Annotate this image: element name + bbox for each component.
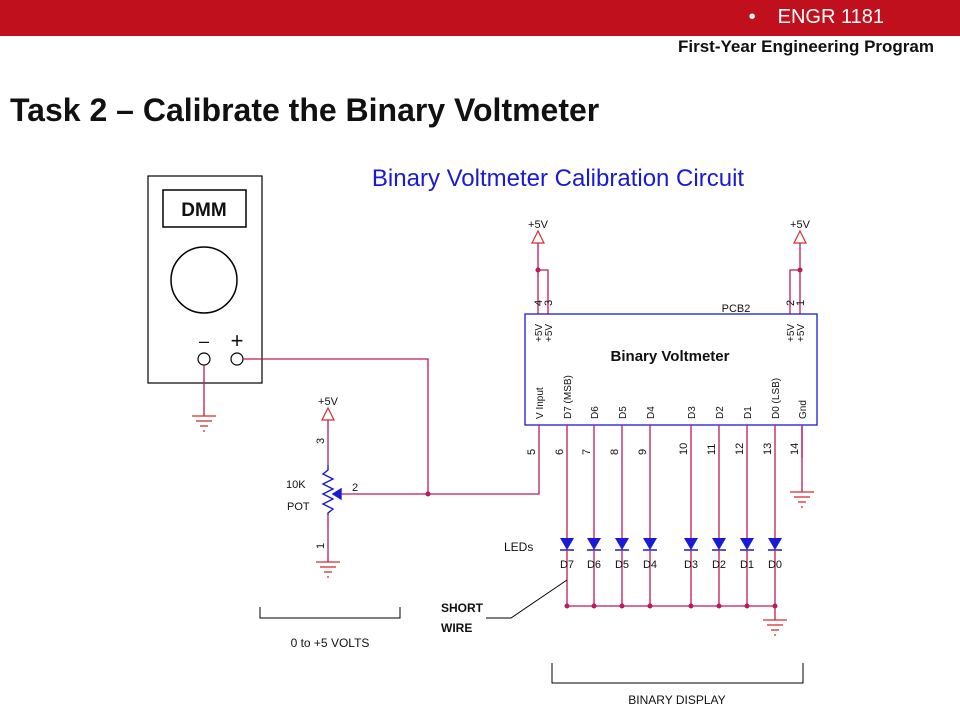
bus-junction-dot (619, 603, 625, 609)
bus-junction-dot (772, 603, 778, 609)
potentiometer (321, 465, 342, 515)
bus-junction-dot (744, 603, 750, 609)
dmm-plus-terminal (230, 352, 244, 366)
bullet-icon: • (748, 6, 756, 28)
binary-display-bracket (551, 663, 804, 684)
course-code: ENGR 1181 (777, 6, 884, 28)
course-label: • ENGR 1181 (749, 6, 884, 29)
slide-title: Task 2 – Calibrate the Binary Voltmeter (10, 92, 600, 128)
bus-junction-dot (647, 603, 653, 609)
bottom-pin-number: 9 (637, 449, 649, 455)
led-label: D1 (740, 559, 754, 571)
top-pin-label: +5V (796, 324, 807, 342)
top-pin-number: 3 (543, 300, 555, 306)
bottom-pin-number: 11 (706, 444, 718, 455)
dmm-plus-label: + (231, 328, 244, 353)
led-diode (643, 538, 657, 550)
dmm-dial (170, 246, 238, 314)
bottom-pin-label: V Input (535, 387, 546, 419)
binary-voltmeter-chip (524, 313, 818, 426)
pot-pin-wiper: 2 (352, 482, 358, 494)
supply-label-left: +5V (528, 219, 549, 231)
range-bracket (259, 607, 401, 619)
led-diode (615, 538, 629, 550)
program-name: First-Year Engineering Program (677, 37, 934, 56)
bottom-pin-label: D5 (618, 406, 629, 419)
bottom-pin-label: D2 (715, 406, 726, 419)
bus-junction-dot (591, 603, 597, 609)
pot-supply-label: +5V (318, 396, 339, 408)
short-wire-label-line2: WIRE (441, 621, 472, 635)
bottom-pin-number: 14 (789, 443, 801, 455)
led-label: D4 (643, 559, 657, 571)
bus-junction-dot (716, 603, 722, 609)
ground-symbols (192, 365, 814, 636)
led-diode (684, 538, 698, 550)
led-label: D5 (615, 559, 629, 571)
dmm-body (147, 175, 263, 384)
short-wire-label-line1: SHORT (441, 601, 484, 615)
bottom-pin-number: 8 (609, 449, 621, 455)
led-label: D7 (560, 559, 574, 571)
diagram-title: Binary Voltmeter Calibration Circuit (372, 165, 744, 192)
top-pin-label: +5V (786, 324, 797, 342)
bottom-pin-label: D7 (MSB) (563, 375, 574, 419)
led-diode (740, 538, 754, 550)
pot-pin-top: 3 (315, 438, 327, 444)
chip-name: Binary Voltmeter (611, 348, 730, 365)
bottom-pin-number: 13 (762, 443, 774, 455)
dmm-meter (147, 175, 263, 384)
led-diode (587, 538, 601, 550)
chip-pins: 4 +5V 3 +5V 2 +5V 1 +5V V Input 5 D7 (MSB) 6 D6 7 D5 8 D… (526, 300, 809, 458)
bottom-pin-number: 5 (526, 449, 538, 455)
supply-label-right: +5V (790, 219, 811, 231)
led-label: D6 (587, 559, 601, 571)
bottom-pin-number: 7 (581, 449, 593, 455)
junction-dots (425, 267, 803, 497)
leds-label: LEDs (504, 540, 533, 554)
led-diode (768, 538, 782, 550)
binary-display-label: BINARY DISPLAY (628, 693, 725, 707)
header-bar (0, 0, 960, 36)
bottom-pin-label: D1 (743, 406, 754, 419)
pot-type: POT (287, 501, 310, 513)
led-array: D7 D6 D5 D4 D3 D2 D1 D0 (560, 458, 782, 609)
dmm-minus-terminal (197, 352, 211, 366)
led-label: D3 (684, 559, 698, 571)
chip-ref: PCB2 (722, 303, 751, 315)
supply-arrows (321, 229, 807, 421)
bottom-pin-number: 10 (678, 443, 690, 455)
dmm-minus-label: – (199, 331, 209, 351)
bottom-pin-label: Gnd (798, 400, 809, 419)
dmm-display (162, 189, 247, 228)
dmm-label: DMM (181, 200, 226, 221)
pot-pin-bottom: 1 (315, 543, 327, 549)
bottom-pin-number: 12 (734, 443, 746, 455)
pot-value: 10K (286, 479, 306, 491)
led-label: D2 (712, 559, 726, 571)
bus-junction-dot (564, 603, 570, 609)
bottom-pin-label: D3 (687, 406, 698, 419)
bus-junction-dot (688, 603, 694, 609)
bottom-pin-label: D0 (LSB) (771, 378, 782, 419)
top-pin-number: 4 (533, 300, 545, 306)
led-label: D0 (768, 559, 782, 571)
top-pin-label: +5V (544, 324, 555, 342)
bottom-pin-label: D6 (590, 406, 601, 419)
range-label: 0 to +5 VOLTS (291, 636, 370, 650)
led-diode (712, 538, 726, 550)
top-pin-number: 2 (785, 300, 797, 306)
short-wire-leader (486, 579, 568, 619)
bottom-pin-number: 6 (554, 449, 566, 455)
top-pin-label: +5V (534, 324, 545, 342)
bottom-pin-label: D4 (646, 406, 657, 419)
led-diode (560, 538, 574, 550)
top-pin-number: 1 (795, 300, 807, 306)
